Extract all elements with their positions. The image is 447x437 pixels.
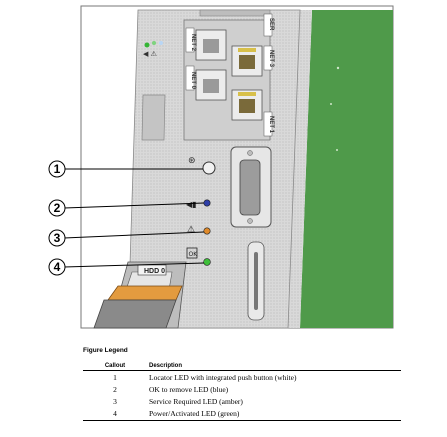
- svg-text:1: 1: [54, 162, 61, 176]
- legend-description-cell: Locator LED with integrated push button …: [149, 372, 297, 382]
- ok-to-remove-led: [203, 199, 211, 207]
- legend-row: 3 Service Required LED (amber): [83, 395, 401, 407]
- legend-description-cell: OK to remove LED (blue): [149, 384, 229, 394]
- legend-description-cell: Power/Activated LED (green): [147, 407, 401, 421]
- callout-4-leader: [63, 262, 205, 268]
- locator-led-button: ⊛: [188, 156, 216, 175]
- svg-text:⊛: ⊛: [188, 156, 196, 166]
- legend-row: 2 OK to remove LED (blue): [83, 383, 401, 395]
- circuit-board: [300, 10, 393, 328]
- power-led: [203, 258, 211, 266]
- callout-3: 3: [48, 229, 66, 247]
- callout-1: 1: [48, 160, 66, 178]
- port-label-net0: NET 0: [190, 72, 196, 90]
- drive-release-slot: [247, 241, 265, 321]
- serial-connector: [230, 146, 272, 228]
- port-label-net2: NET 2: [190, 34, 196, 52]
- power-led-group: OK: [186, 247, 211, 266]
- figure-legend: Figure Legend Callout Description 1 Loca…: [83, 347, 401, 421]
- network-port-block: [183, 13, 273, 141]
- port-label-ser: SER: [268, 18, 274, 31]
- legend-header-callout: Callout: [83, 362, 147, 371]
- legend-row: 1 Locator LED with integrated push butto…: [83, 371, 401, 384]
- service-required-led-group: ⚠: [187, 225, 211, 235]
- callout-2-leader: [63, 202, 205, 209]
- legend-callout-cell: 3: [113, 396, 117, 406]
- legend-title: Figure Legend: [83, 347, 128, 354]
- legend-header-row: Callout Description: [83, 362, 401, 371]
- svg-text:2: 2: [54, 201, 61, 215]
- legend-row: 4 Power/Activated LED (green): [83, 407, 401, 421]
- port-label-net3: NET 3: [268, 50, 274, 68]
- svg-text:◀ ⚠: ◀ ⚠: [143, 50, 158, 58]
- callout-3-leader: [63, 231, 205, 239]
- legend-callout-cell: 4: [83, 407, 147, 421]
- svg-text:4: 4: [54, 260, 61, 274]
- service-required-led: [203, 227, 211, 235]
- drive-label: HDD 0: [144, 268, 165, 275]
- server-module-illustration: ◀ ⚠ NET 2 NET 0 NET 3 NET 1 SER: [48, 5, 394, 329]
- port-label-net1: NET 1: [268, 116, 274, 134]
- svg-text:OK: OK: [189, 251, 199, 258]
- recess-panel: [141, 94, 166, 141]
- callout-4: 4: [48, 258, 66, 276]
- legend-header-description: Description: [147, 362, 401, 371]
- locator-led: [202, 161, 216, 175]
- legend-callout-cell: 2: [113, 384, 117, 394]
- legend-table: Callout Description 1 Locator LED with i…: [83, 362, 401, 421]
- svg-text:3: 3: [54, 231, 61, 245]
- top-status-icon-group: ◀ ⚠: [143, 41, 163, 58]
- legend-description-cell: Service Required LED (amber): [149, 396, 243, 406]
- svg-text:⚠: ⚠: [187, 225, 195, 235]
- callout-2: 2: [48, 199, 66, 217]
- legend-callout-cell: 1: [113, 372, 117, 382]
- chassis-wall: [288, 10, 312, 328]
- svg-text:◀▮: ◀▮: [186, 200, 197, 209]
- hard-drive: [93, 261, 187, 329]
